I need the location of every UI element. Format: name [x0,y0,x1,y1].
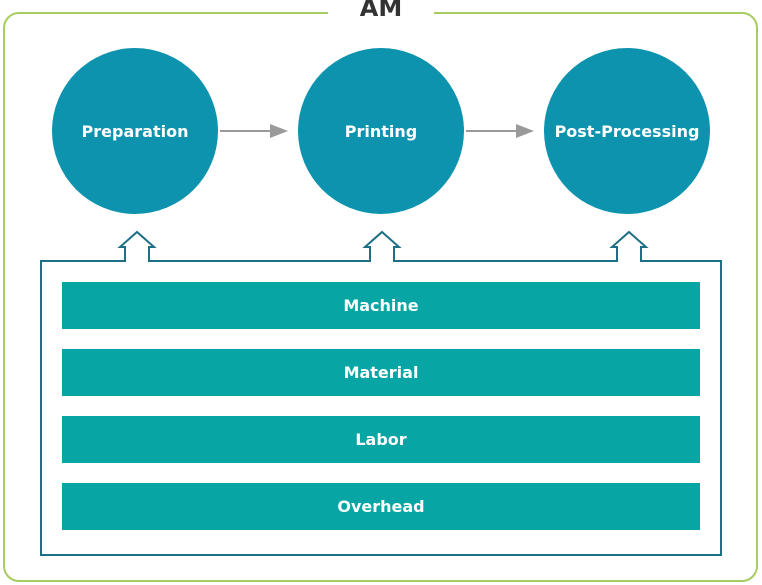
cost-factor-machine: Machine [62,282,700,329]
stage-preparation: Preparation [52,48,218,214]
stage-post-processing: Post-Processing [544,48,710,214]
title-background [328,0,434,26]
diagram-title: AM [359,0,403,22]
cost-factor-material: Material [62,349,700,396]
stage-printing: Printing [298,48,464,214]
cost-factor-labor: Labor [62,416,700,463]
flow-arrow-2 [466,124,534,138]
flow-arrow-1 [220,124,288,138]
cost-factor-overhead: Overhead [62,483,700,530]
